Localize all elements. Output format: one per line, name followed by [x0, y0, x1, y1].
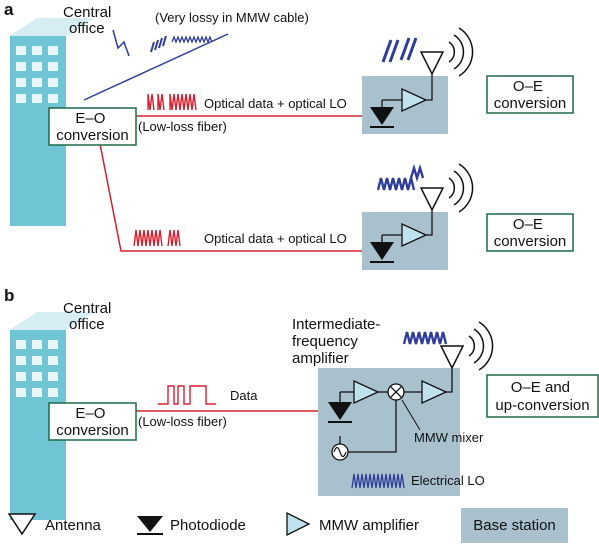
panel-b: b Central office E–O conversion (Low-los…: [4, 286, 599, 520]
link-label-top: Optical data + optical LO: [204, 96, 347, 111]
legend-base-station-label: Base station: [473, 517, 556, 534]
mmw-radiated-signal-top-icon: [381, 37, 418, 63]
fiber-note-a: (Low-loss fiber): [138, 119, 227, 134]
svg-text:O–E and up-conversion: O–E and up-conversion: [495, 379, 589, 414]
oe-upconversion-box: O–E and up-conversion: [486, 374, 599, 418]
svg-text:O–E conversion: O–E conversion: [494, 78, 567, 112]
legend-photodiode-label: Photodiode: [170, 517, 246, 534]
legend-antenna-label: Antenna: [45, 517, 102, 534]
legend-amplifier-icon: [286, 511, 311, 537]
base-station-upconversion: [318, 321, 494, 496]
panel-b-label: b: [4, 286, 14, 305]
base-station-top: [362, 27, 474, 134]
optical-pulses-top-icon: [147, 93, 197, 111]
eo-conversion-box-b: E–O conversion: [48, 402, 137, 441]
fiber-note-b: (Low-loss fiber): [138, 414, 227, 429]
legend-photodiode-icon: [137, 516, 163, 535]
mmw-radiated-signal-b-icon: [402, 331, 448, 345]
mixer-pointer: [401, 399, 421, 431]
mmw-mixer-icon: [387, 383, 405, 401]
oe-conversion-box-bottom: O–E conversion: [486, 213, 574, 252]
svg-text:E–O conversion: E–O conversion: [56, 110, 129, 144]
mmw-radiated-signal-bottom-icon: [376, 177, 416, 191]
svg-text:O–E conversion: O–E conversion: [494, 216, 567, 250]
electrical-lo-signal-icon: [351, 473, 405, 489]
legend-amplifier-label: MMW amplifier: [319, 517, 419, 534]
fiber-link-bottom: [99, 143, 362, 252]
data-label: Data: [230, 388, 258, 403]
mmw-cable-line: [83, 33, 229, 101]
optical-pulses-bottom-icon: [133, 229, 181, 247]
lo-source-icon: [331, 443, 349, 461]
oe-conversion-box-top: O–E conversion: [486, 75, 574, 114]
if-amplifier-label: Intermediate- frequency amplifier: [292, 316, 385, 367]
mmw-mixer-label: MMW mixer: [414, 430, 484, 445]
panel-a: a Central office (Very lossy in MMW cabl…: [4, 0, 574, 270]
panel-a-label: a: [4, 0, 14, 19]
data-pulses-icon: [158, 385, 216, 405]
legend-base-station-swatch: [461, 508, 568, 543]
mmw-signal-large-icon: [112, 29, 130, 57]
mmw-signal-medium-icon: [150, 35, 167, 53]
lossy-cable-note: (Very lossy in MMW cable): [155, 10, 309, 25]
eo-conversion-box-a: E–O conversion: [48, 107, 137, 146]
svg-text:E–O conversion: E–O conversion: [56, 405, 129, 439]
electrical-lo-label: Electrical LO: [411, 473, 485, 488]
link-label-bottom: Optical data + optical LO: [204, 231, 347, 246]
legend-antenna-icon: [7, 513, 37, 536]
mmw-signal-small-icon: [171, 35, 213, 44]
legend: Antenna Photodiode MMW amplifier Base st…: [7, 508, 568, 543]
central-office-label: Central office: [63, 4, 116, 37]
central-office-label-b: Central office: [63, 300, 116, 333]
base-station-bottom: [362, 163, 474, 270]
